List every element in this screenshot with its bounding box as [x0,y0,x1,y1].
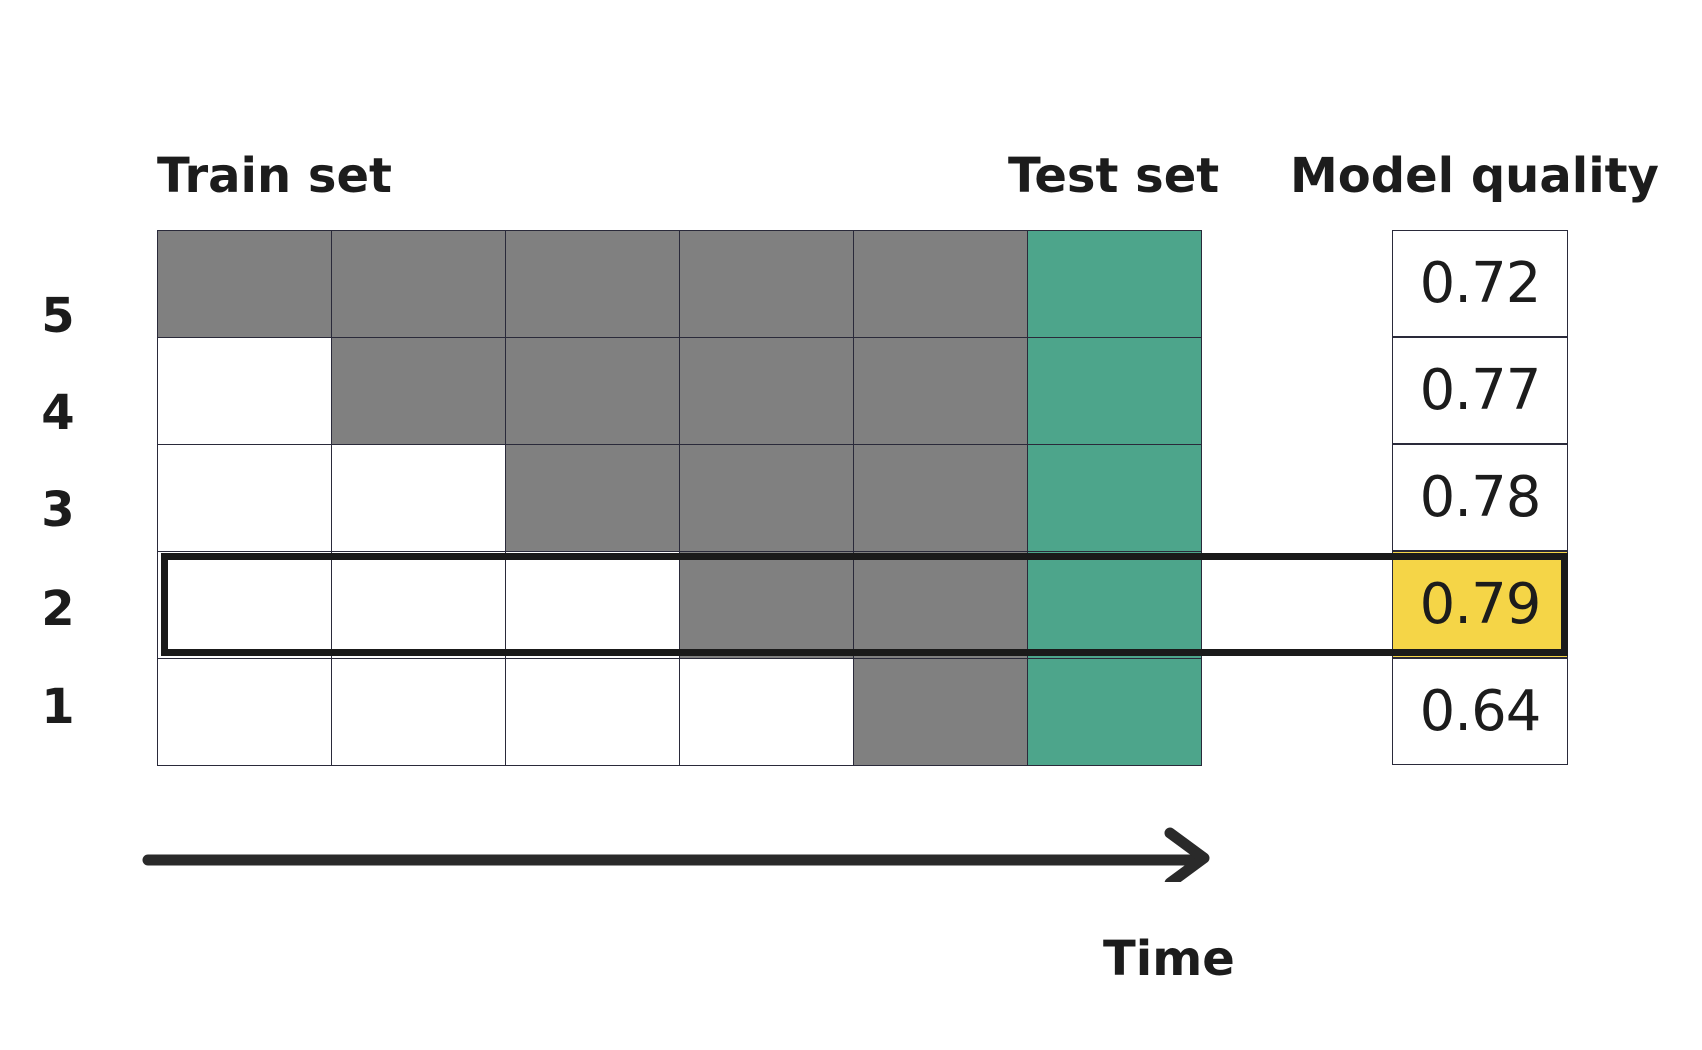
empty-cell [679,658,854,766]
train-cell [853,230,1028,338]
score-cell-5: 0.72 [1392,230,1568,337]
train-set-header: Train set [157,148,392,204]
test-cell [1027,337,1202,445]
train-cell [505,230,680,338]
train-cell [157,230,332,338]
empty-cell [157,444,332,552]
test-set-header: Test set [1008,148,1220,204]
train-cell [853,658,1028,766]
score-cell-3: 0.78 [1392,444,1568,551]
model-quality-header: Model quality [1290,148,1659,204]
empty-cell [505,551,680,659]
row-label-1: 1 [41,679,75,735]
time-axis-label: Time [1103,931,1235,987]
train-cell [331,230,506,338]
score-cell-1: 0.64 [1392,658,1568,765]
train-cell [679,444,854,552]
test-cell [1027,230,1202,338]
row-label-3: 3 [41,482,75,538]
row-label-2: 2 [41,581,75,637]
empty-cell [157,658,332,766]
train-cell [853,337,1028,445]
empty-cell [505,658,680,766]
train-cell [679,551,854,659]
empty-cell [331,551,506,659]
train-cell [505,444,680,552]
score-cell-2: 0.79 [1392,551,1568,658]
train-cell [505,337,680,445]
row-label-5: 5 [41,288,75,344]
empty-cell [157,551,332,659]
train-cell [853,551,1028,659]
test-cell [1027,444,1202,552]
test-cell [1027,658,1202,766]
empty-cell [331,444,506,552]
score-cell-4: 0.77 [1392,337,1568,444]
empty-cell [157,337,332,445]
row-label-4: 4 [41,385,75,441]
train-cell [679,230,854,338]
test-cell [1027,551,1202,659]
train-cell [331,337,506,445]
train-cell [853,444,1028,552]
train-cell [679,337,854,445]
time-arrow-icon [142,827,1210,882]
empty-cell [331,658,506,766]
